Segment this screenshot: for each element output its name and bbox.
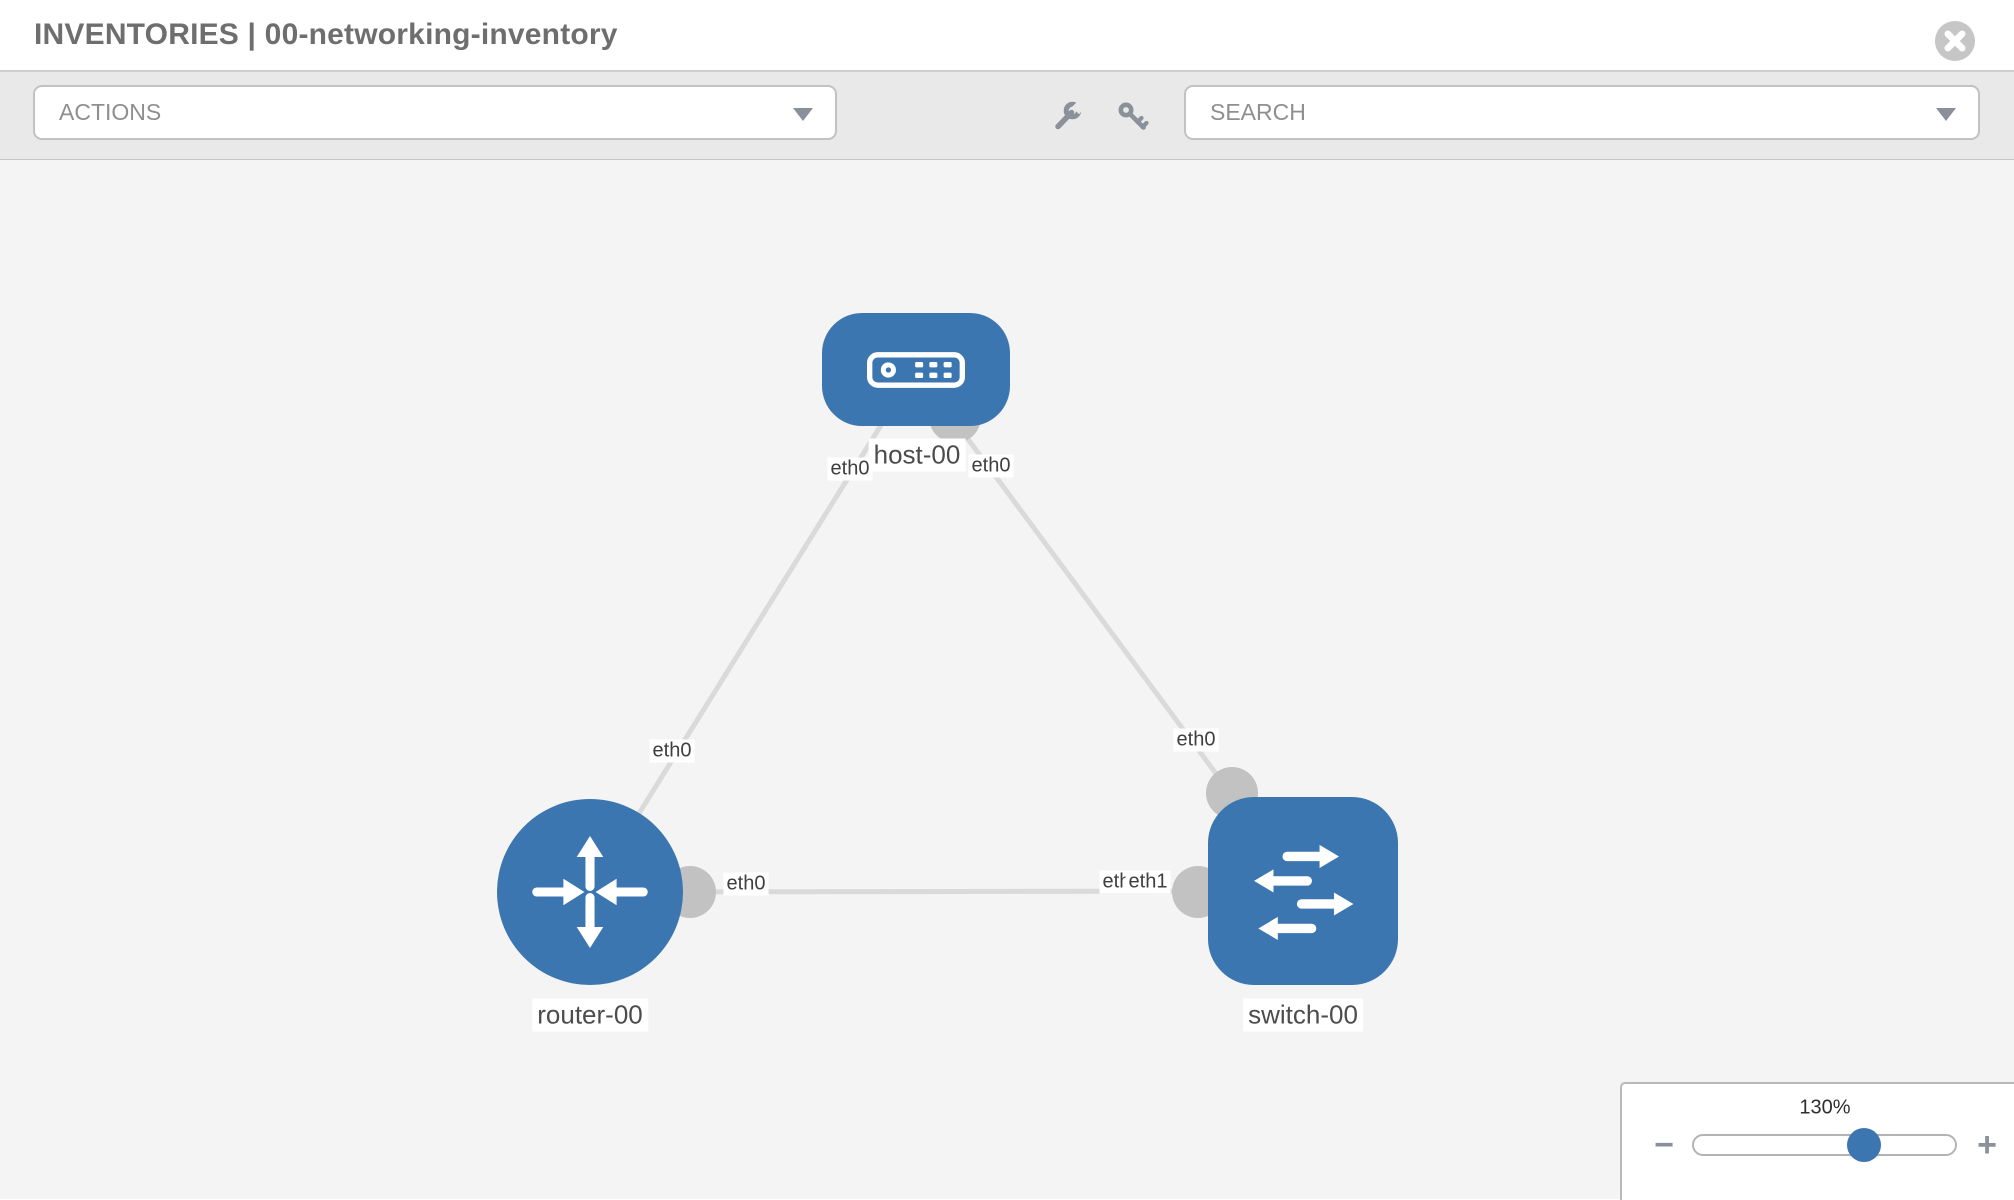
close-icon	[1934, 20, 1976, 62]
interface-label: eth0	[649, 739, 695, 763]
node-switch-00[interactable]	[1208, 797, 1398, 985]
chevron-down-icon	[793, 107, 813, 121]
page-title: INVENTORIES | 00-networking-inventory	[34, 18, 618, 51]
wrench-icon	[1055, 99, 1087, 130]
key-icon	[1118, 102, 1149, 130]
search-dropdown[interactable]: SEARCH	[1184, 85, 1980, 140]
credentials-button[interactable]	[1116, 100, 1150, 134]
switch-icon	[1254, 844, 1354, 940]
zoom-control-panel: 130% − +	[1620, 1082, 2014, 1200]
router-icon	[532, 836, 648, 948]
zoom-in-button[interactable]: +	[1977, 1126, 1997, 1164]
node-label-router-00: router-00	[532, 998, 648, 1032]
link-host-router[interactable]	[587, 367, 919, 894]
toolbar: ACTIONS SEARCH	[0, 72, 2014, 160]
node-label-host-00: host-00	[868, 438, 966, 472]
title-bar: INVENTORIES | 00-networking-inventory	[0, 0, 2014, 72]
interface-label: eth0	[827, 457, 873, 481]
interface-label: eth0	[1173, 728, 1219, 752]
zoom-level-value: 130%	[1799, 1096, 1851, 1119]
zoom-slider-track[interactable]	[1692, 1134, 1957, 1156]
interface-label: eth1	[1125, 870, 1171, 894]
node-host-00[interactable]	[822, 313, 1010, 426]
interface-label: eth0	[968, 454, 1014, 478]
actions-dropdown-label: ACTIONS	[59, 99, 162, 125]
node-router-00[interactable]	[497, 799, 683, 985]
close-button[interactable]	[1934, 20, 1976, 62]
node-label-switch-00: switch-00	[1243, 998, 1363, 1032]
topology-canvas[interactable]: host-00 router-00 switch-00 eth0 eth0 et…	[0, 160, 2014, 1200]
zoom-slider-thumb[interactable]	[1847, 1128, 1881, 1162]
zoom-out-button[interactable]: −	[1654, 1126, 1674, 1164]
actions-dropdown[interactable]: ACTIONS	[33, 85, 837, 140]
topology-links-layer	[587, 367, 1306, 918]
search-dropdown-label: SEARCH	[1210, 99, 1306, 125]
host-icon	[867, 351, 965, 388]
interface-label: eth0	[723, 872, 769, 896]
chevron-down-icon	[1936, 107, 1956, 121]
configure-button[interactable]	[1050, 99, 1087, 134]
